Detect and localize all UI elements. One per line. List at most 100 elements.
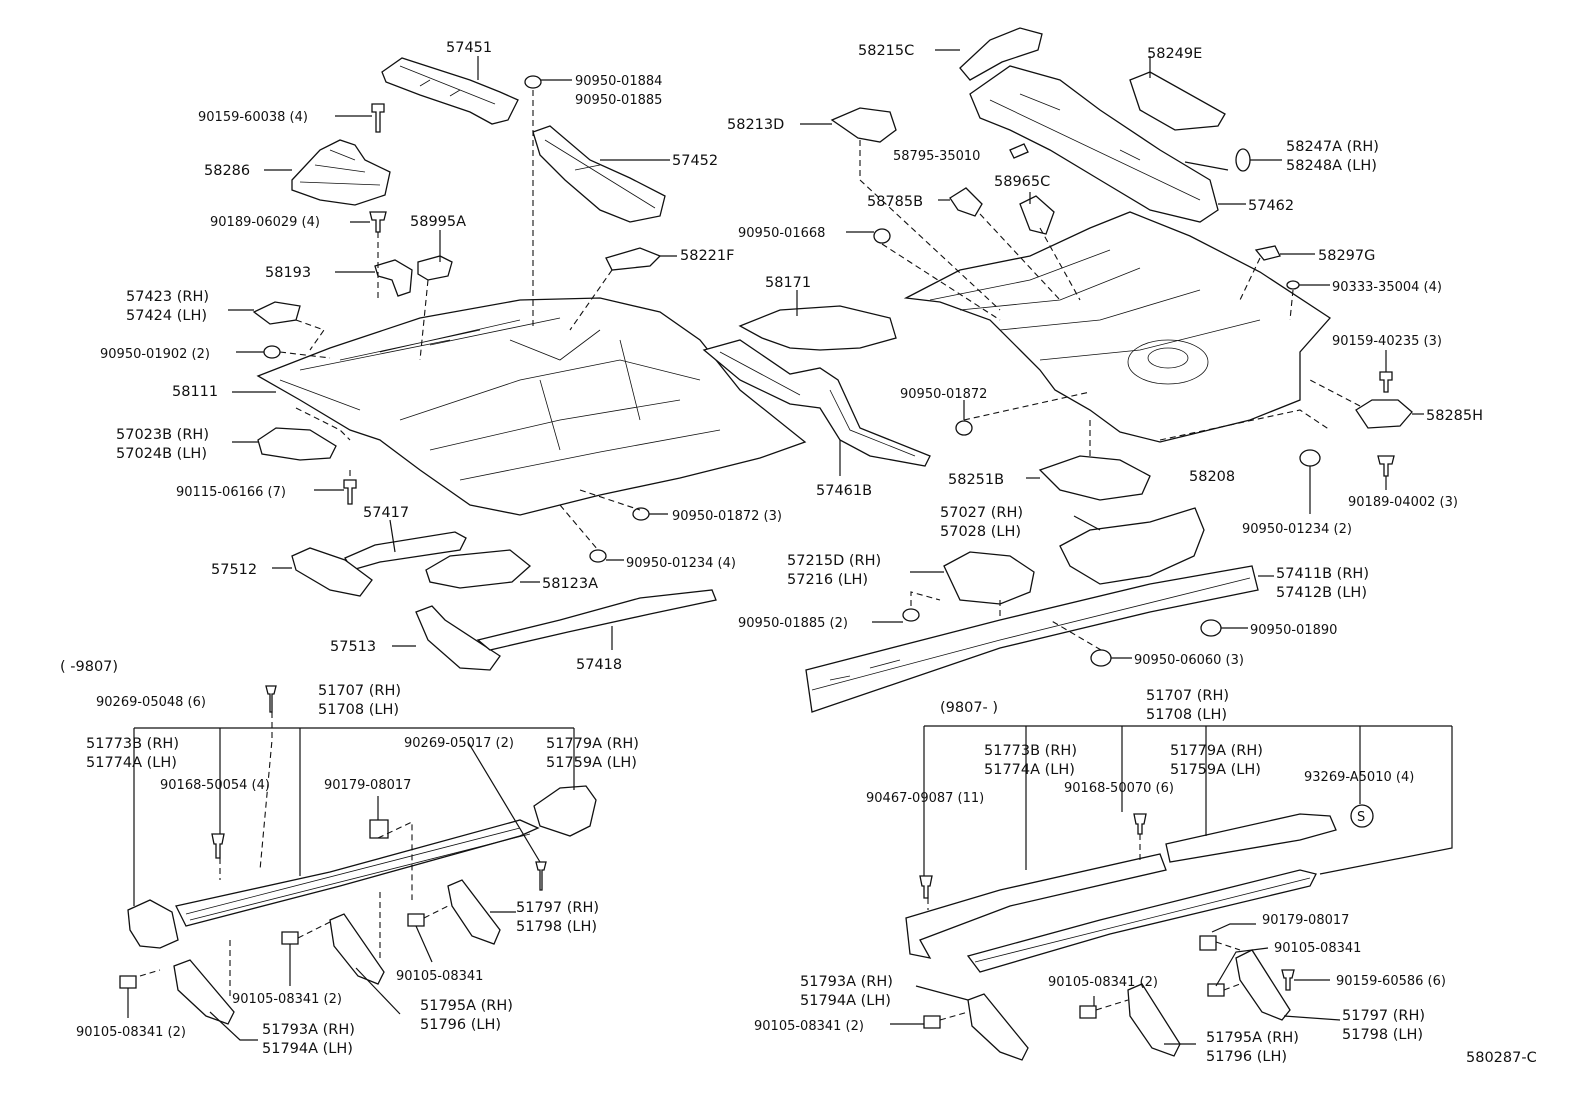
label-90950-01890: 90950-01890 xyxy=(1250,623,1337,638)
label-left-51796: 51796 (LH) xyxy=(420,1017,501,1033)
label-57417: 57417 xyxy=(363,505,409,521)
label-90950-01885: 90950-01885 xyxy=(575,93,662,108)
label-58251B: 58251B xyxy=(948,472,1004,488)
label-58286: 58286 xyxy=(204,163,250,179)
label-90950-01885-2: 90950-01885 (2) xyxy=(738,616,848,631)
bolt-90159-40235 xyxy=(1379,371,1393,393)
bracket-51797-right xyxy=(1235,949,1291,1021)
label-90950-01872: 90950-01872 xyxy=(900,387,987,402)
label-58247A: 58247A (RH) xyxy=(1286,139,1379,155)
label-58248A: 58248A (LH) xyxy=(1286,158,1377,174)
label-90115-06166: 90115-06166 (7) xyxy=(176,485,286,500)
part-57423-drawing xyxy=(252,301,301,325)
label-57513: 57513 xyxy=(330,639,376,655)
label-90950-01234-4: 90950-01234 (4) xyxy=(626,556,736,571)
part-58995A-drawing xyxy=(417,255,453,281)
plug-90950-01234-rear xyxy=(1299,449,1321,467)
label-s-symbol: S xyxy=(1357,810,1365,825)
label-right-51796: 51796 (LH) xyxy=(1206,1049,1287,1065)
bolt-90159-60038 xyxy=(371,103,385,133)
sill-moulding-51707-right xyxy=(905,853,1167,959)
bolt-90105-08341-left-c xyxy=(119,975,137,989)
label-57424: 57424 (LH) xyxy=(126,308,207,324)
sill-after-9807-group xyxy=(905,804,1374,1061)
plug-90950-01872-rear xyxy=(955,420,973,436)
bracket-51795A-left xyxy=(329,913,385,985)
clip-90333-35004 xyxy=(1286,280,1300,290)
label-57027: 57027 (RH) xyxy=(940,505,1023,521)
label-date-range-after: (9807- ) xyxy=(940,700,998,716)
label-left-51707: 51707 (RH) xyxy=(318,683,401,699)
label-90189-06029: 90189-06029 (4) xyxy=(210,215,320,230)
scuff-plate-51779A-right xyxy=(1165,813,1337,863)
label-57216: 57216 (LH) xyxy=(787,572,868,588)
label-90333-35004: 90333-35004 (4) xyxy=(1332,280,1442,295)
label-right-51774A: 51774A (LH) xyxy=(984,762,1075,778)
label-58995A: 58995A xyxy=(410,214,466,230)
part-58965C-drawing xyxy=(1019,195,1055,235)
label-left-51774A: 51774A (LH) xyxy=(86,755,177,771)
pad-58247A xyxy=(1235,148,1251,172)
part-57451-drawing xyxy=(381,57,519,125)
label-left-90269-05048: 90269-05048 (6) xyxy=(96,695,206,710)
label-right-90159-60586: 90159-60586 (6) xyxy=(1336,974,1446,989)
label-57423: 57423 (RH) xyxy=(126,289,209,305)
label-57215D: 57215D (RH) xyxy=(787,553,881,569)
part-57411B-rocker-panel xyxy=(805,565,1259,713)
bolt-90105-08341-right-b xyxy=(1079,1005,1097,1019)
plug-90950-01890 xyxy=(1200,619,1222,637)
label-57028: 57028 (LH) xyxy=(940,524,1021,540)
plug-90950-01885-side xyxy=(902,608,920,622)
part-58111-front-floor-pan xyxy=(256,297,807,516)
part-58221F-drawing xyxy=(605,247,662,271)
label-right-90105-08341-2b: 90105-08341 (2) xyxy=(754,1019,864,1034)
label-58785B: 58785B xyxy=(867,194,923,210)
clip-90168-50070 xyxy=(1133,813,1147,835)
part-57023B-drawing xyxy=(257,427,337,461)
label-right-51773B: 51773B (RH) xyxy=(984,743,1077,759)
part-57462-drawing xyxy=(969,65,1219,223)
part-58251B-drawing xyxy=(1038,455,1151,501)
plug-90950-06060 xyxy=(1090,649,1112,667)
label-57023B: 57023B (RH) xyxy=(116,427,209,443)
label-58249E: 58249E xyxy=(1147,46,1202,62)
part-58285H-drawing xyxy=(1355,399,1413,429)
callout-labels: 57451 90950-01884 90950-01885 90159-6003… xyxy=(60,40,1537,1066)
nut-90179-08017-right xyxy=(1199,935,1217,951)
label-left-90105-08341: 90105-08341 xyxy=(396,969,483,984)
label-90950-01872-3: 90950-01872 (3) xyxy=(672,509,782,524)
label-58193: 58193 xyxy=(265,265,311,281)
label-90189-04002: 90189-04002 (3) xyxy=(1348,495,1458,510)
clip-90467-09087 xyxy=(919,875,933,899)
part-58213D-drawing xyxy=(830,107,897,143)
bolt-90105-08341-right-c xyxy=(923,1015,941,1029)
label-58215C: 58215C xyxy=(858,43,914,59)
screw-90189-06029 xyxy=(369,211,387,233)
label-58297G: 58297G xyxy=(1318,248,1375,264)
label-90950-01902: 90950-01902 (2) xyxy=(100,347,210,362)
label-left-51759A: 51759A (LH) xyxy=(546,755,637,771)
label-right-51707: 51707 (RH) xyxy=(1146,688,1229,704)
part-58249E-drawing xyxy=(1129,71,1226,131)
label-right-51794A: 51794A (LH) xyxy=(800,993,891,1009)
scuff-plate-51779A xyxy=(533,785,597,837)
clip-58795-35010 xyxy=(1009,143,1029,159)
label-right-51798: 51798 (LH) xyxy=(1342,1027,1423,1043)
label-right-90105-08341: 90105-08341 xyxy=(1274,941,1361,956)
label-right-90467-09087: 90467-09087 (11) xyxy=(866,791,984,806)
label-57512: 57512 xyxy=(211,562,257,578)
screw-90159-60586 xyxy=(1281,969,1295,991)
dashed-assembly-lines xyxy=(139,90,1361,1021)
sill-rail-right xyxy=(966,869,1317,973)
label-date-range-before: ( -9807) xyxy=(60,659,118,675)
front-floor-parts-group xyxy=(252,57,931,671)
bolt-90105-08341-left-a xyxy=(407,913,425,927)
label-58171: 58171 xyxy=(765,275,811,291)
label-left-90179-08017: 90179-08017 xyxy=(324,778,411,793)
label-57418: 57418 xyxy=(576,657,622,673)
plug-90950-01902 xyxy=(263,345,281,359)
nut-90179-08017-left xyxy=(369,819,389,839)
label-90950-01234-2: 90950-01234 (2) xyxy=(1242,522,1352,537)
label-left-51798: 51798 (LH) xyxy=(516,919,597,935)
label-left-90269-05017: 90269-05017 (2) xyxy=(404,736,514,751)
